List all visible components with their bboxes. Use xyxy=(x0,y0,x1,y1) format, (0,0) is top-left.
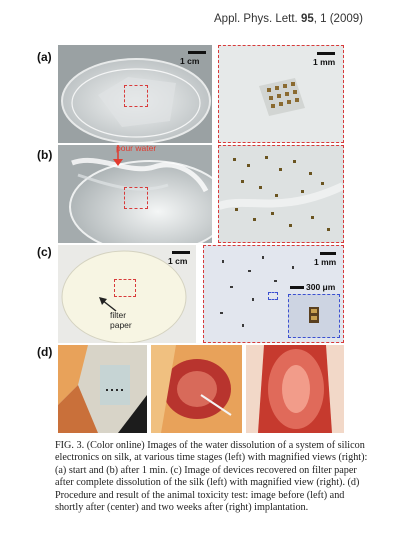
filter-paper-label: filter paper xyxy=(110,310,132,330)
panel-b-left: pour water xyxy=(58,145,212,243)
panel-a-left: 1 cm xyxy=(58,45,212,143)
inset-region-box xyxy=(268,292,278,300)
pour-water-annotation: pour water xyxy=(116,145,157,153)
scale-label-c-right: 1 mm xyxy=(314,257,337,267)
panel-label-d: (d) xyxy=(37,345,53,359)
scale-bar xyxy=(290,286,304,289)
panel-d-center xyxy=(151,345,242,433)
magnified-region-box xyxy=(114,279,136,297)
panel-a-right: 1 mm xyxy=(218,45,344,143)
magnified-region-box xyxy=(124,85,148,107)
magnified-image-a xyxy=(219,46,343,142)
panel-b-right xyxy=(218,145,344,243)
panel-c-left: 1 cm filter paper xyxy=(58,245,196,343)
scale-label-a-right: 1 mm xyxy=(313,57,336,67)
panel-d-right xyxy=(246,345,344,433)
petri-dish-image-a xyxy=(58,45,212,143)
panel-label-c: (c) xyxy=(37,245,52,259)
scale-bar xyxy=(317,52,335,55)
journal-header: Appl. Phys. Lett. 95, 1 (2009) xyxy=(214,13,363,25)
panel-d-left xyxy=(58,345,147,433)
inset-image xyxy=(288,294,340,338)
scale-label-a-left: 1 cm xyxy=(180,56,200,66)
scale-bar xyxy=(188,51,206,54)
device-inset-image xyxy=(289,295,339,337)
scale-label-c-left: 1 cm xyxy=(168,256,188,266)
petri-dish-image-b xyxy=(58,145,212,243)
journal-volume: 95 xyxy=(300,13,314,25)
panel-label-b: (b) xyxy=(37,148,53,162)
panel-label-a: (a) xyxy=(37,50,52,64)
magnified-region-box xyxy=(124,187,148,209)
magnified-image-b xyxy=(219,146,343,242)
implant-before-image xyxy=(58,345,147,433)
scale-bar xyxy=(320,252,336,255)
figure-caption: FIG. 3. (Color online) Images of the wat… xyxy=(55,440,368,514)
implant-after-image xyxy=(151,345,242,433)
journal-page-year: , 1 (2009) xyxy=(313,13,363,25)
journal-name: Appl. Phys. Lett. xyxy=(214,13,298,25)
scale-bar xyxy=(172,251,190,254)
panel-c-right: 1 mm 300 μm xyxy=(203,245,344,343)
scale-label-c-inset: 300 μm xyxy=(306,282,336,292)
arrow-icon xyxy=(99,297,117,312)
filter-paper-image xyxy=(58,245,196,343)
implant-two-weeks-image xyxy=(246,345,344,433)
arrow-down-icon xyxy=(113,145,123,166)
